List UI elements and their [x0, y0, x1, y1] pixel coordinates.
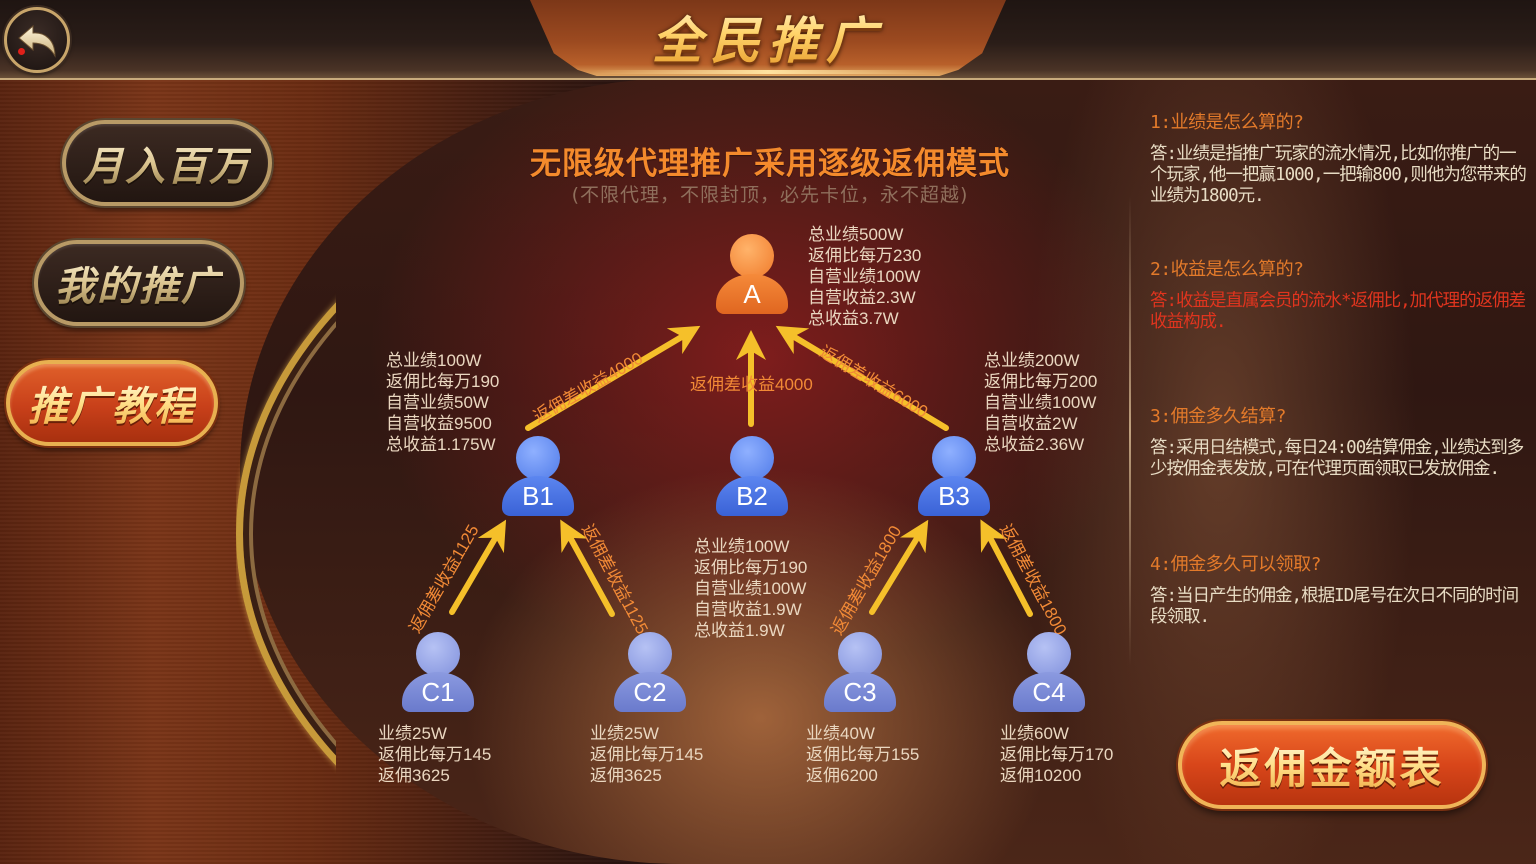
- faq-question: 3:佣金多久结算?: [1150, 406, 1287, 427]
- node-b3-stats: 总业绩200W 返佣比每万200 自营业绩100W 自营收益2W 总收益2.36…: [984, 351, 1098, 454]
- node-label: C4: [1013, 672, 1085, 712]
- sidebar-item-label: 我的推广: [55, 254, 223, 312]
- faq-item-2: 2:收益是怎么算的? 答:收益是直属会员的流水*返佣比,加代理的返佣差收益构成.: [1150, 255, 1530, 333]
- avatar-head: [838, 632, 882, 676]
- avatar-head: [628, 632, 672, 676]
- faq-answer: 答:业绩是指推广玩家的流水情况,比如你推广的一个玩家,他一把赢1000,一把输8…: [1150, 144, 1527, 206]
- rebate-table-label: 返佣金额表: [1219, 735, 1444, 796]
- node-label: C2: [614, 672, 686, 712]
- node-c4-stats: 业绩60W 返佣比每万170 返佣10200: [1000, 724, 1114, 785]
- diagram-title: 无限级代理推广采用逐级返佣模式: [530, 146, 1010, 182]
- rebate-table-button[interactable]: 返佣金额表: [1178, 721, 1486, 809]
- faq-answer: 答:当日产生的佣金,根据ID尾号在次日不同的时间段领取.: [1150, 586, 1519, 627]
- node-label: B3: [918, 476, 990, 516]
- node-b1-stats: 总业绩100W 返佣比每万190 自营业绩50W 自营收益9500 总收益1.1…: [386, 351, 500, 454]
- node-label: C1: [402, 672, 474, 712]
- title-plaque: [530, 0, 1006, 76]
- arrow-label-b2-a: 返佣差收益4000: [690, 375, 813, 394]
- back-button[interactable]: [4, 7, 70, 73]
- node-c3-stats: 业绩40W 返佣比每万155 返佣6200: [806, 724, 920, 785]
- avatar-head: [730, 436, 774, 480]
- page-title: 全民推广: [530, 2, 1006, 72]
- faq-answer: 答:采用日结模式,每日24:00结算佣金,业绩达到多少按佣金表发放,可在代理页面…: [1150, 438, 1524, 479]
- node-c2[interactable]: C2: [614, 632, 686, 716]
- node-label: C3: [824, 672, 896, 712]
- faq-question: 1:业绩是怎么算的?: [1150, 112, 1304, 133]
- sidebar-item-label: 月入百万: [83, 134, 251, 192]
- node-label: B1: [502, 476, 574, 516]
- avatar-head: [1027, 632, 1071, 676]
- back-arrow-icon: [18, 24, 56, 58]
- node-label: B2: [716, 476, 788, 516]
- sidebar-item-my-promotion[interactable]: 我的推广: [34, 240, 244, 326]
- avatar-head: [730, 234, 774, 278]
- sidebar-item-monthly-million[interactable]: 月入百万: [62, 120, 272, 206]
- node-label: A: [716, 274, 788, 314]
- node-b2[interactable]: B2: [716, 436, 788, 520]
- node-a-stats: 总业绩500W 返佣比每万230 自营业绩100W 自营收益2.3W 总收益3.…: [808, 225, 922, 328]
- faq-answer: 答:收益是直属会员的流水*返佣比,加代理的返佣差收益构成.: [1150, 291, 1526, 332]
- vertical-divider: [1129, 196, 1131, 666]
- sidebar-item-label: 推广教程: [28, 374, 196, 432]
- diagram-subtitle: (不限代理，不限封顶，必先卡位，永不超越): [571, 184, 969, 206]
- node-c1-stats: 业绩25W 返佣比每万145 返佣3625: [378, 724, 492, 785]
- faq-question: 4:佣金多久可以领取?: [1150, 554, 1322, 575]
- node-b1[interactable]: B1: [502, 436, 574, 520]
- node-b3[interactable]: B3: [918, 436, 990, 520]
- avatar-head: [416, 632, 460, 676]
- avatar-head: [516, 436, 560, 480]
- node-c2-stats: 业绩25W 返佣比每万145 返佣3625: [590, 724, 704, 785]
- faq-question: 2:收益是怎么算的?: [1150, 259, 1304, 280]
- notification-dot: [18, 48, 25, 55]
- node-a[interactable]: A: [716, 234, 788, 318]
- node-c3[interactable]: C3: [824, 632, 896, 716]
- avatar-head: [932, 436, 976, 480]
- sidebar-item-promotion-tutorial[interactable]: 推广教程: [6, 360, 218, 446]
- node-c1[interactable]: C1: [402, 632, 474, 716]
- node-b2-stats: 总业绩100W 返佣比每万190 自营业绩100W 自营收益1.9W 总收益1.…: [694, 537, 808, 640]
- faq-item-1: 1:业绩是怎么算的? 答:业绩是指推广玩家的流水情况,比如你推广的一个玩家,他一…: [1150, 108, 1530, 207]
- faq-item-3: 3:佣金多久结算? 答:采用日结模式,每日24:00结算佣金,业绩达到多少按佣金…: [1150, 402, 1530, 480]
- node-c4[interactable]: C4: [1013, 632, 1085, 716]
- faq-item-4: 4:佣金多久可以领取? 答:当日产生的佣金,根据ID尾号在次日不同的时间段领取.: [1150, 550, 1530, 628]
